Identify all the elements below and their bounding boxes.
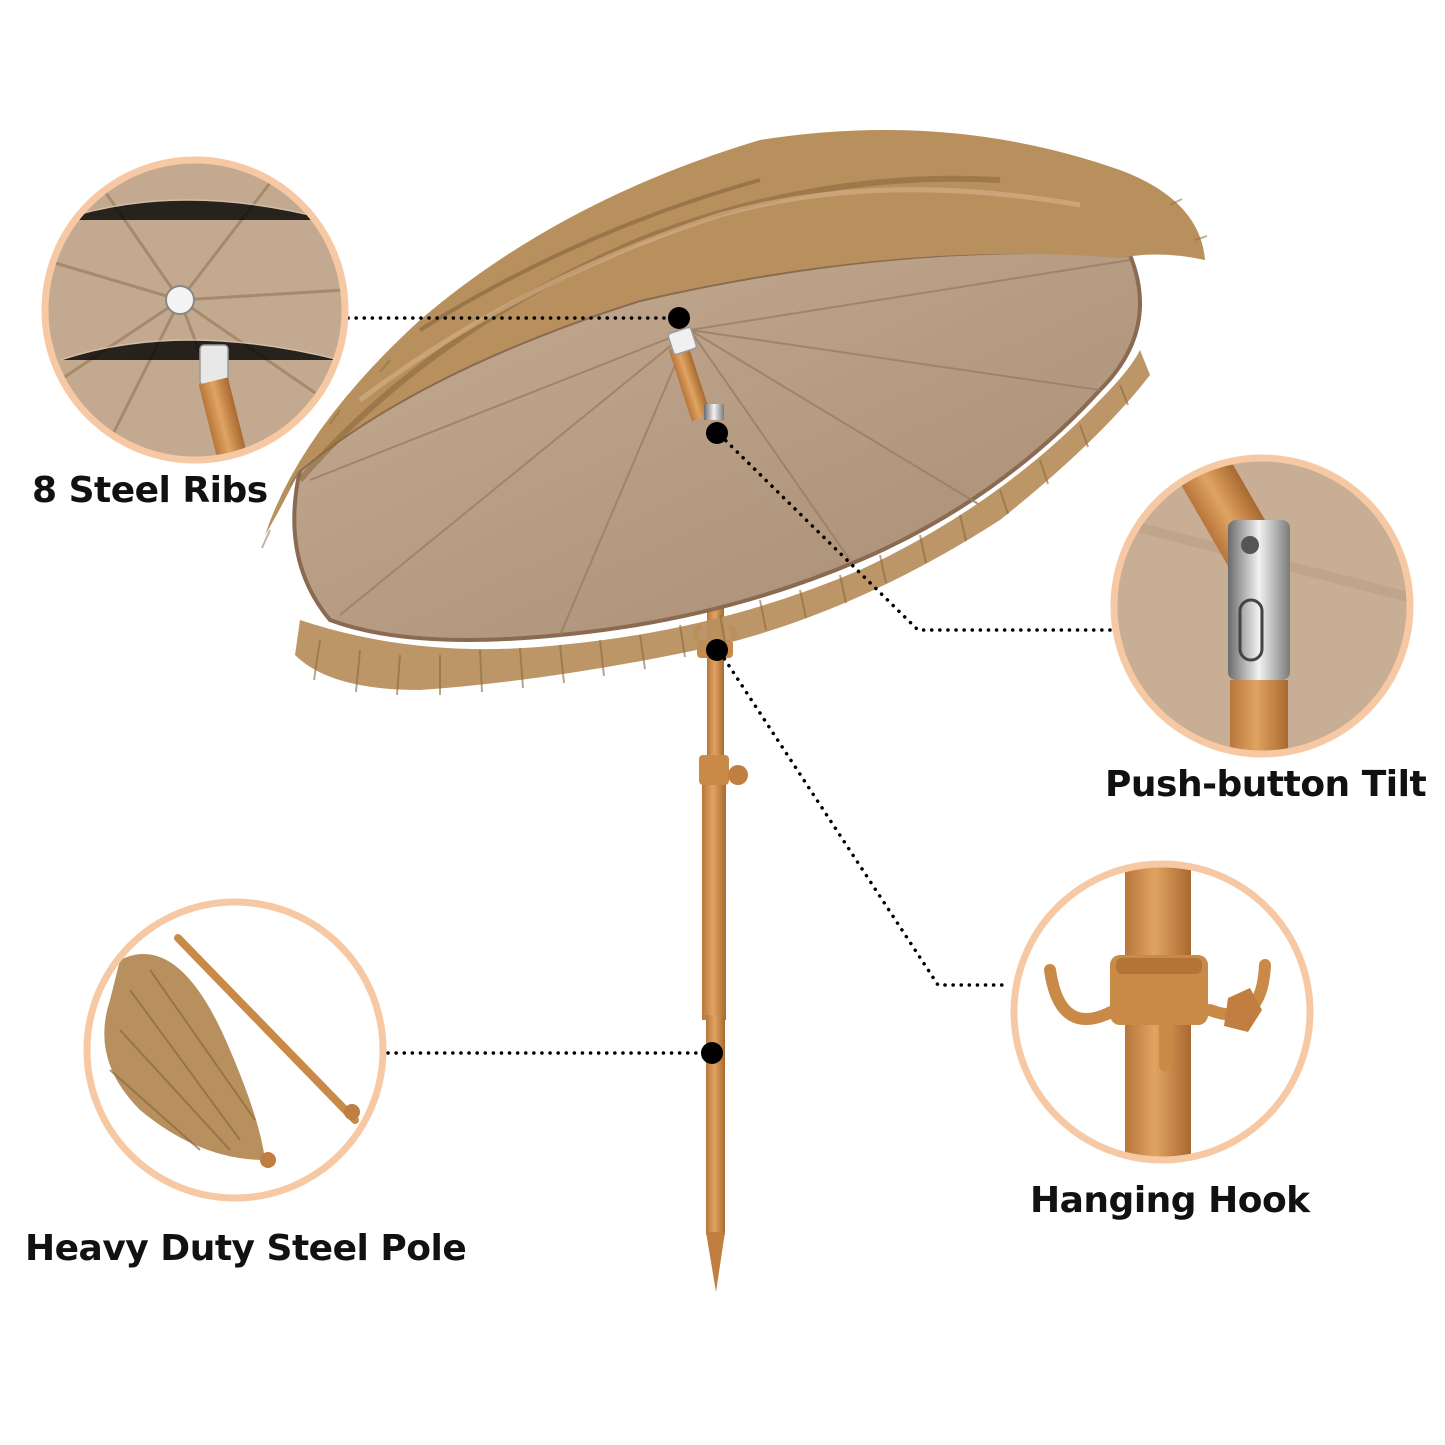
steel-ribs-detail: [41, 156, 349, 464]
canopy-thatch: [265, 130, 1205, 535]
ribs-detail-ring: [41, 156, 349, 464]
hook-callout-line: [718, 650, 1010, 987]
tilt-anchor-dot: [706, 422, 728, 444]
callout-dots: [668, 307, 728, 1064]
pole-detail: [83, 898, 387, 1202]
pole-label: Heavy Duty Steel Pole: [25, 1228, 467, 1269]
pole-detail-ring: [83, 898, 387, 1202]
tilt-label: Push-button Tilt: [1105, 764, 1427, 805]
ribs-anchor-dot: [668, 307, 690, 329]
hook-label: Hanging Hook: [1030, 1180, 1310, 1221]
canopy-fabric: [292, 250, 1142, 642]
ribs-label: 8 Steel Ribs: [32, 470, 268, 511]
hook-anchor-dot: [706, 639, 728, 661]
callout-lines: [346, 316, 1112, 1055]
hook-detail-ring: [1010, 860, 1314, 1164]
tilt-detail-ring: [1110, 454, 1414, 758]
umbrella-illustration: [261, 130, 1208, 1292]
tilt-callout-line: [718, 433, 1112, 632]
hook-detail: [1010, 860, 1314, 1164]
pole-anchor-dot: [701, 1042, 723, 1064]
tilt-button-detail: [1110, 454, 1414, 758]
